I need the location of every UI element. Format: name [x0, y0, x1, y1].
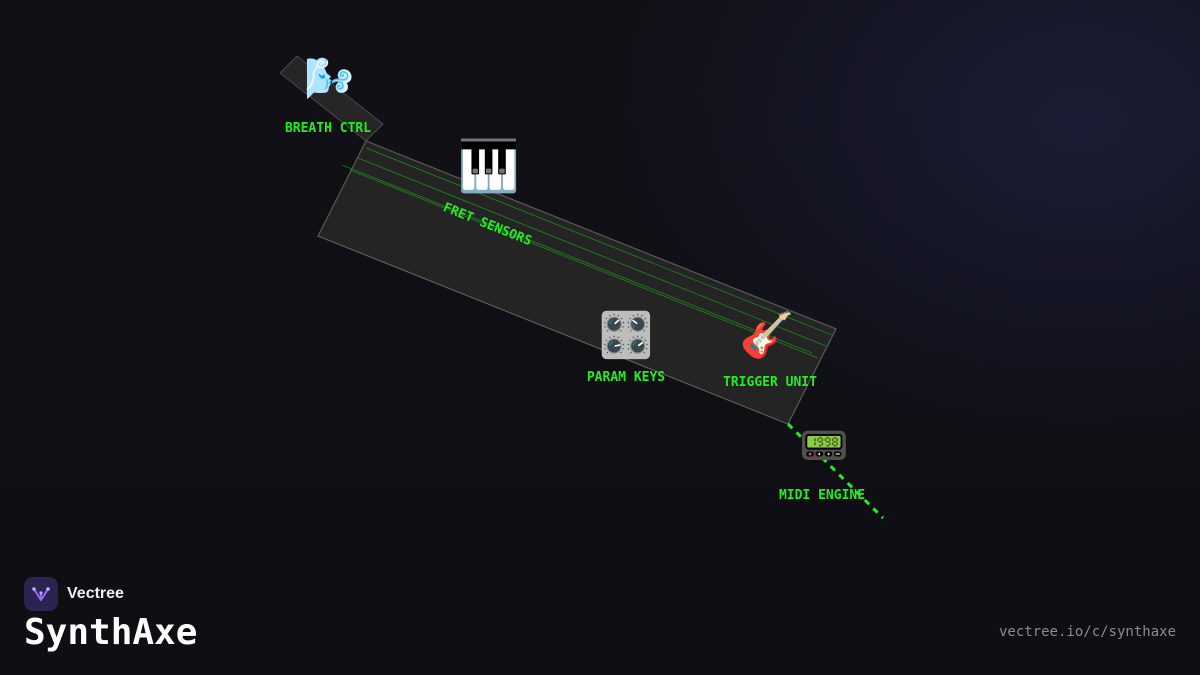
breath-ctrl-label: BREATH CTRL	[285, 121, 371, 136]
page-title: SynthAxe	[24, 612, 198, 653]
param-keys-label: PARAM KEYS	[587, 370, 665, 385]
wind-blowing-face-icon: 🌬️	[304, 56, 354, 102]
source-url: vectree.io/c/synthaxe	[998, 624, 1176, 640]
string-line	[341, 164, 813, 354]
brand-block: Vectree	[24, 577, 124, 611]
pager-icon: 📟	[799, 423, 849, 469]
vectree-logo-icon	[24, 577, 58, 611]
midi-engine-label: MIDI ENGINE	[779, 488, 865, 503]
guitar-icon: 🎸	[740, 310, 795, 361]
vectree-logo-mark	[32, 587, 50, 601]
piano-keys-icon: 🎹	[458, 137, 520, 195]
string-line	[349, 169, 819, 359]
brand-name: Vectree	[67, 585, 124, 602]
breath-ctrl-body	[279, 55, 384, 142]
string-line	[357, 157, 827, 347]
trigger-unit-label: TRIGGER UNIT	[723, 375, 817, 390]
midi-link-dashed	[786, 422, 885, 520]
control-knobs-icon: 🎛️	[599, 310, 654, 361]
fret-strings	[341, 147, 833, 359]
string-line	[365, 147, 833, 336]
